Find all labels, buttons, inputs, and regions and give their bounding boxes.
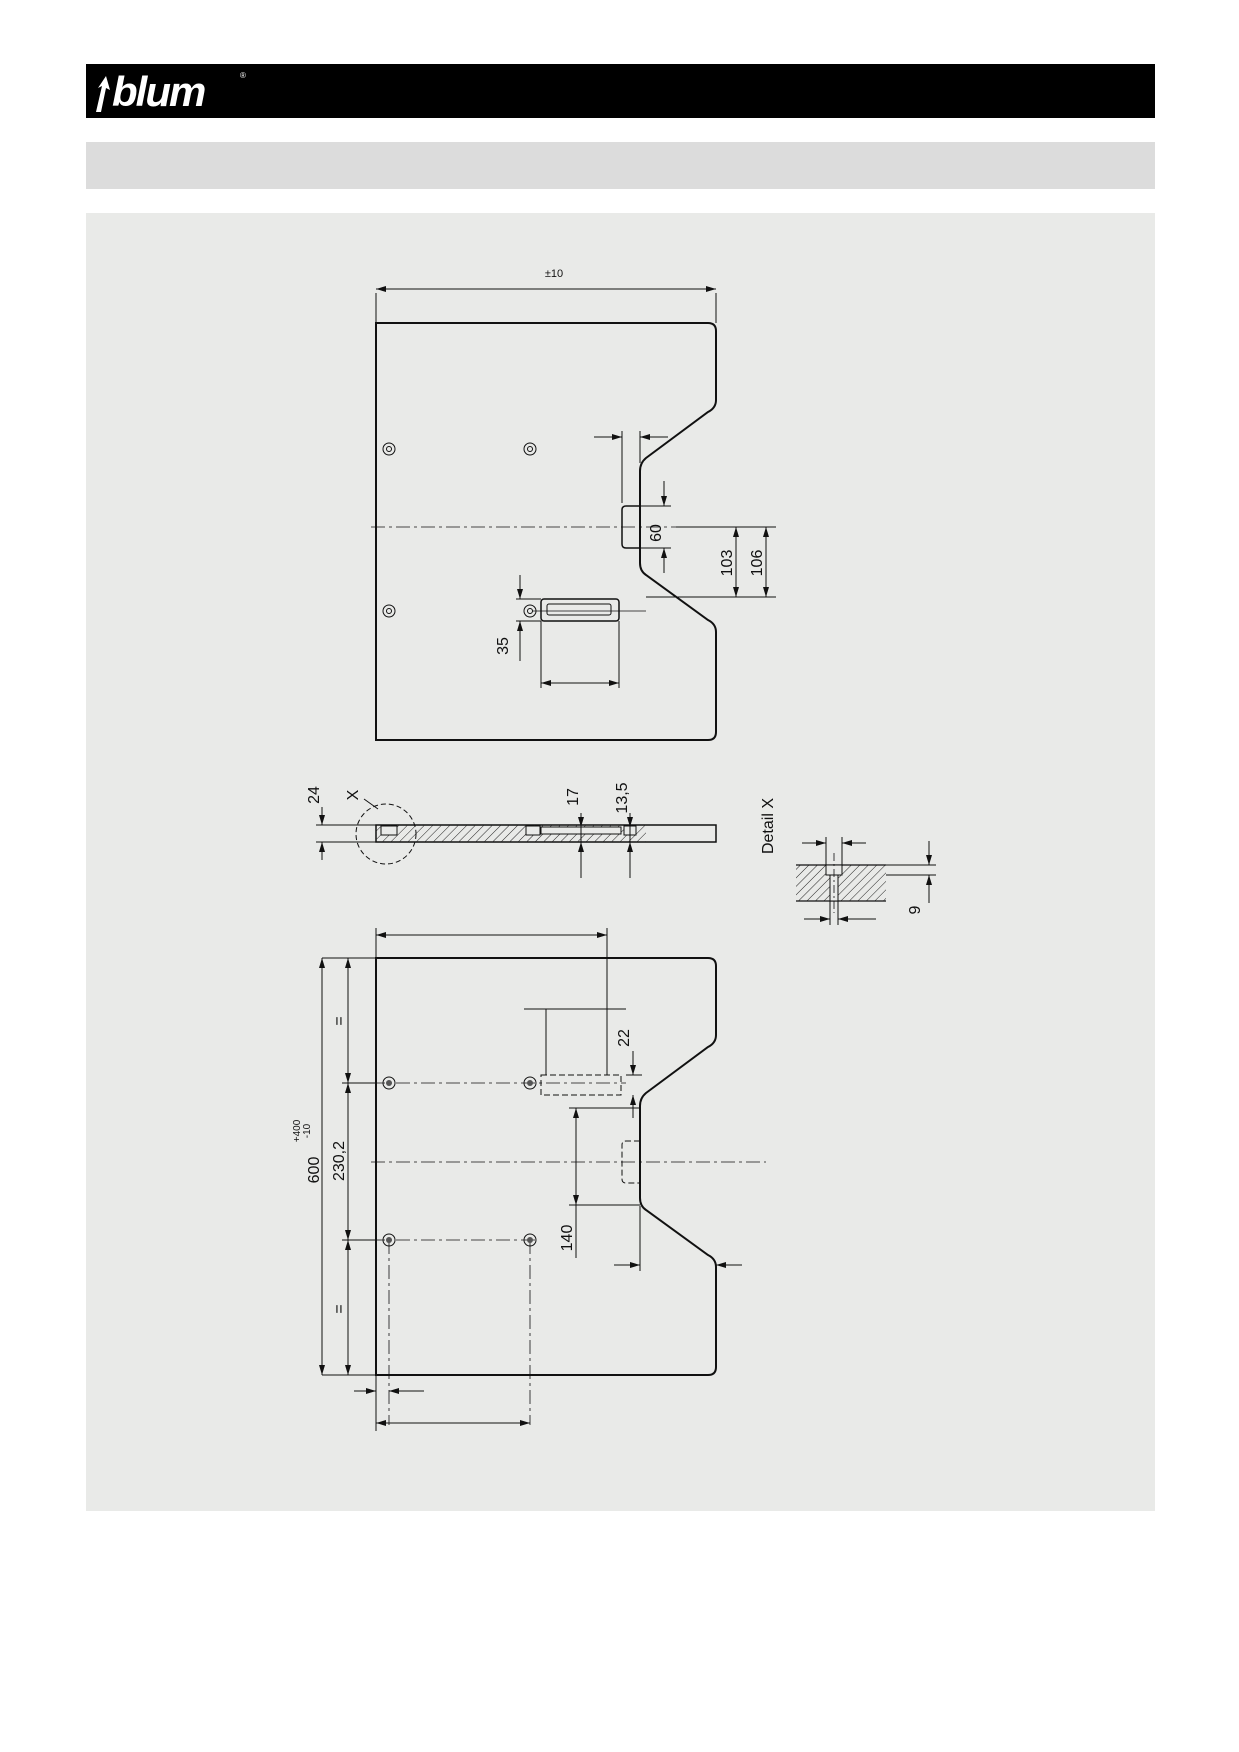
dim-60: 60: [648, 524, 665, 542]
top-view-board-outline: [375, 322, 717, 741]
screw-icon: [382, 442, 396, 456]
dim-17: 17: [565, 788, 582, 806]
registered-mark: ®: [240, 71, 246, 80]
logo-arrow-icon: [96, 76, 110, 112]
screw-icon: [382, 1233, 396, 1247]
dim-13-5: 13,5: [614, 782, 631, 813]
bottom-view-dimensions: 22 140 600 +400 -10 = 230,2 =: [292, 928, 742, 1431]
dim-35: 35: [495, 637, 512, 655]
dim-103: 103: [719, 550, 736, 577]
title-band: [86, 142, 1155, 189]
dim-width-tolerance: ±10: [545, 268, 563, 280]
dim-140: 140: [559, 1225, 576, 1252]
dim-24: 24: [306, 786, 323, 804]
dim-106: 106: [749, 550, 766, 577]
screw-icon: [523, 442, 537, 456]
technical-drawing: ±10 60 103 106 35: [292, 268, 936, 1431]
detail-x-dimensions: Detail X 9: [760, 798, 936, 925]
dim-equal-bottom: =: [331, 1304, 348, 1313]
section-dimensions: 24 X 17 13,5: [306, 782, 633, 878]
top-view-dimensions: ±10 60 103 106 35: [375, 268, 776, 688]
detail-x-view: [796, 853, 886, 913]
dim-600-tol-minus: -10: [302, 1123, 313, 1138]
logo-wordmark: blum: [112, 68, 205, 115]
screw-icon: [382, 1076, 396, 1090]
detail-x-label: X: [345, 789, 362, 800]
dim-230-2: 230,2: [331, 1141, 348, 1181]
dim-600-tol-plus: +400: [292, 1119, 303, 1142]
dim-22: 22: [616, 1029, 633, 1047]
dim-equal-top: =: [331, 1016, 348, 1025]
bottom-view-board-outline: [375, 957, 717, 1376]
top-view-rect-slot: [540, 598, 620, 622]
detail-x-circle: [355, 803, 417, 865]
dim-9: 9: [907, 905, 924, 914]
screw-icon: [523, 1233, 537, 1247]
screw-icon: [523, 604, 537, 618]
dim-600: 600: [306, 1157, 323, 1184]
bottom-view: [371, 957, 766, 1425]
top-view: [371, 322, 717, 741]
section-view: [355, 803, 717, 865]
screw-icon: [382, 604, 396, 618]
screw-icon: [523, 1076, 537, 1090]
drawing-panel: ±10 60 103 106 35: [86, 213, 1155, 1511]
blum-logo: blum ®: [96, 68, 246, 115]
detail-x-title: Detail X: [760, 798, 777, 854]
header-bar: blum ®: [86, 64, 1155, 118]
